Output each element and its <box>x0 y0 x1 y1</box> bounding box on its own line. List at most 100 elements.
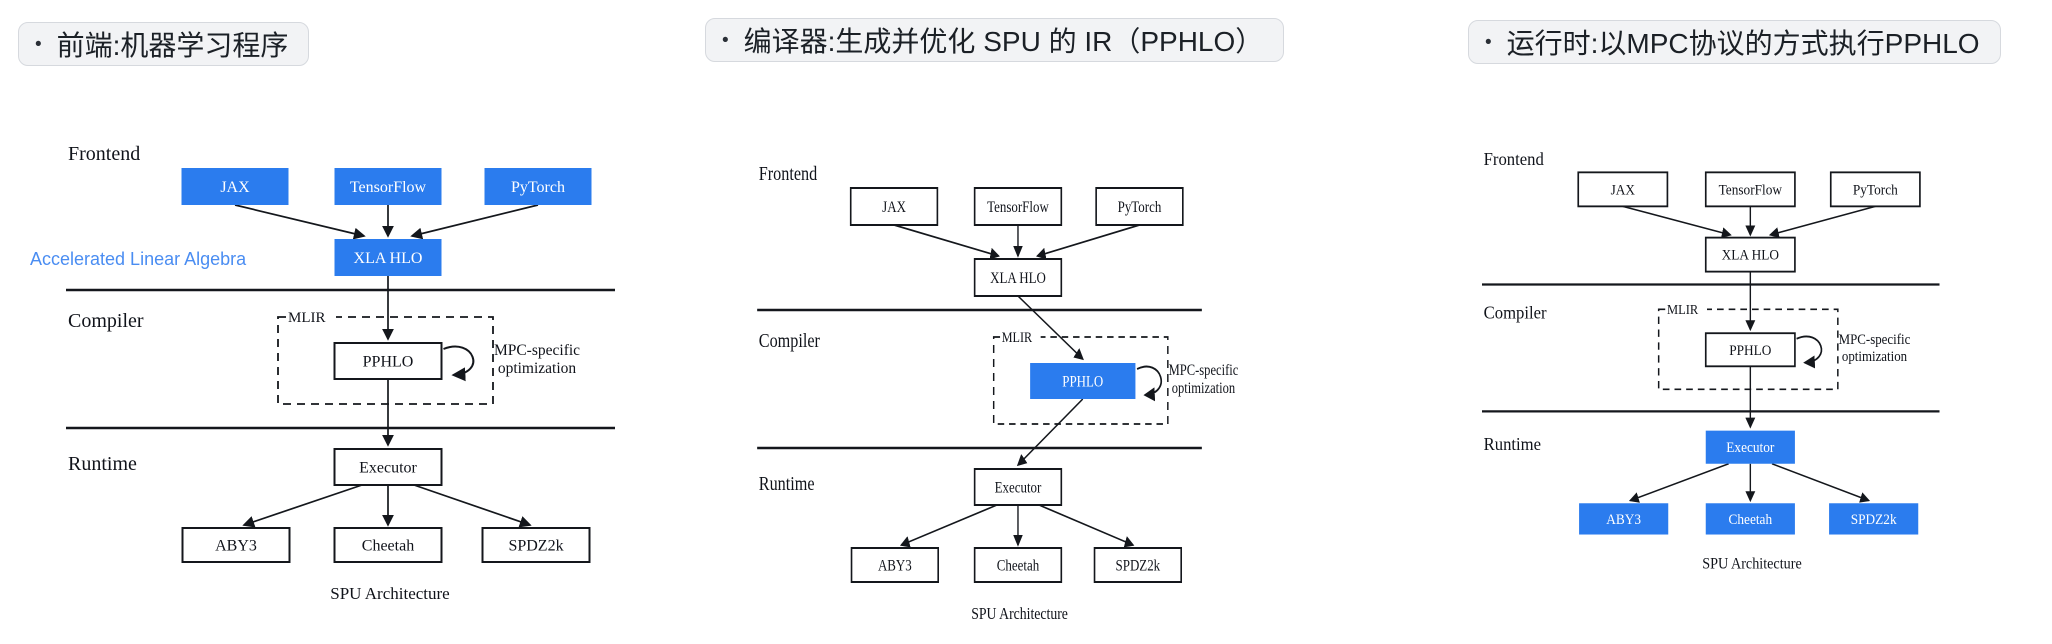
mlir-dashed-region <box>1657 308 1839 391</box>
mlir-label: MLIR <box>1667 301 1698 317</box>
box-pytorch-label: PyTorch <box>511 179 565 196</box>
box-executor: Executor <box>333 448 443 486</box>
box-executor-rect <box>973 468 1063 506</box>
box-spdz2k-rect <box>1093 547 1183 583</box>
section-label-runtime: Runtime <box>759 472 815 494</box>
box-pytorch-rect <box>1829 171 1921 208</box>
arrow <box>1017 295 1084 361</box>
box-pphlo: PPHLO <box>333 342 443 380</box>
box-tensorflow-label: TensorFlow <box>987 199 1049 217</box>
box-spdz2k-label: SPDZ2k <box>508 538 563 555</box>
panel-header-label: 编译器:生成并优化 SPU 的 IR（PPHLO） <box>743 26 1264 57</box>
loop-annotation-line2: optimization <box>498 360 577 377</box>
box-xla: XLA HLO <box>1704 236 1796 273</box>
box-xla-label: XLA HLO <box>1722 247 1779 264</box>
box-executor-label: Executor <box>995 479 1042 497</box>
box-tensorflow-label: TensorFlow <box>1719 182 1783 199</box>
box-xla: XLA HLO <box>973 258 1063 297</box>
box-pytorch-label: PyTorch <box>1853 182 1898 199</box>
bullet-icon: • <box>722 29 729 51</box>
box-pphlo-label: PPHLO <box>1729 342 1771 359</box>
box-xla-rect <box>973 258 1063 297</box>
box-tensorflow-rect <box>973 187 1063 226</box>
box-cheetah-rect <box>1705 503 1795 535</box>
box-cheetah: Cheetah <box>333 527 443 563</box>
mlir-dashed-region <box>277 316 494 405</box>
arrow <box>234 204 366 240</box>
mlir-label-bg <box>1000 329 1041 345</box>
arrow <box>410 204 539 240</box>
box-xla-rect <box>1704 236 1796 273</box>
box-jax: JAX <box>181 168 289 205</box>
mlir-label-bg <box>1665 301 1707 317</box>
panel-header-runtime: • 运行时:以MPC协议的方式执行PPHLO <box>1468 20 2001 64</box>
section-label-runtime: Runtime <box>1484 433 1542 454</box>
box-aby3-rect <box>850 547 940 583</box>
box-jax-label: JAX <box>1611 182 1635 199</box>
panel-header-label: 前端:机器学习程序 <box>56 30 289 61</box>
spu-architecture-diagram: FrontendCompilerRuntimeMLIRMPC-specifico… <box>30 143 615 603</box>
box-aby3-rect <box>1579 503 1669 535</box>
box-tensorflow: TensorFlow <box>973 187 1063 226</box>
mlir-dashed-region <box>992 336 1169 425</box>
box-xla-rect <box>334 239 442 276</box>
box-pytorch: PyTorch <box>1829 171 1921 208</box>
box-pphlo-rect <box>1030 363 1136 399</box>
box-aby3-label: ABY3 <box>1606 511 1641 528</box>
self-loop-arrow <box>1136 365 1162 402</box>
box-jax-rect <box>1577 171 1669 208</box>
section-label-runtime: Runtime <box>68 453 137 475</box>
box-pphlo-label: PPHLO <box>1062 373 1103 391</box>
box-jax-rect <box>849 187 939 226</box>
panel-header-label: 运行时:以MPC协议的方式执行PPHLO <box>1506 28 1980 59</box>
box-cheetah-rect <box>333 527 443 563</box>
section-label-compiler: Compiler <box>68 310 144 332</box>
loop-annotation-line1: MPC-specific <box>1169 362 1239 380</box>
box-pytorch-rect <box>484 168 592 205</box>
box-jax: JAX <box>1577 171 1669 208</box>
section-label-compiler: Compiler <box>759 329 820 351</box>
box-pytorch-label: PyTorch <box>1118 199 1162 217</box>
box-spdz2k: SPDZ2k <box>1829 503 1919 535</box>
self-loop-arrow <box>1796 335 1823 369</box>
diagram-caption: SPU Architecture <box>330 584 449 603</box>
box-aby3: ABY3 <box>1579 503 1669 535</box>
box-executor: Executor <box>1705 430 1795 464</box>
box-pphlo-rect <box>1704 332 1796 368</box>
diagram-caption: SPU Architecture <box>971 605 1068 624</box>
box-jax: JAX <box>849 187 939 226</box>
box-spdz2k-label: SPDZ2k <box>1851 511 1898 528</box>
section-label-frontend: Frontend <box>1484 148 1544 169</box>
mlir-label: MLIR <box>1002 329 1033 345</box>
section-label-frontend: Frontend <box>759 162 817 184</box>
box-cheetah: Cheetah <box>1705 503 1795 535</box>
box-pytorch-rect <box>1095 187 1184 226</box>
arrow <box>1622 205 1732 238</box>
arrow <box>413 484 532 528</box>
box-xla: XLA HLO <box>334 239 442 276</box>
loop-annotation-line1: MPC-specific <box>494 342 580 359</box>
box-aby3-label: ABY3 <box>878 557 912 575</box>
box-executor: Executor <box>973 468 1063 506</box>
spu-architecture-diagram: FrontendCompilerRuntimeMLIRMPC-specifico… <box>1482 148 1940 573</box>
loop-annotation-line2: optimization <box>1172 380 1235 398</box>
box-aby3: ABY3 <box>850 547 940 583</box>
box-tensorflow-label: TensorFlow <box>350 179 427 196</box>
loop-annotation-line2: optimization <box>1842 348 1907 364</box>
box-pytorch: PyTorch <box>1095 187 1184 226</box>
xla-note: Accelerated Linear Algebra <box>30 249 247 269</box>
box-cheetah-rect <box>973 547 1063 583</box>
bullet-icon: • <box>35 33 42 55</box>
box-aby3: ABY3 <box>181 527 291 563</box>
box-aby3-rect <box>181 527 291 563</box>
box-executor-label: Executor <box>359 460 417 477</box>
box-pphlo-label: PPHLO <box>363 354 414 371</box>
bullet-icon: • <box>1485 31 1492 53</box>
box-spdz2k-label: SPDZ2k <box>1116 557 1161 575</box>
box-executor-rect <box>333 448 443 486</box>
box-executor-rect <box>1705 430 1795 464</box>
box-aby3-label: ABY3 <box>215 538 257 555</box>
